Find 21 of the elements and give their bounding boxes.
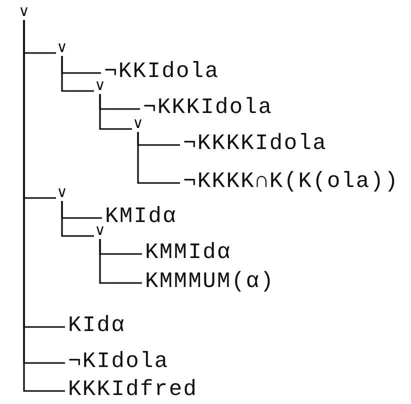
formula: KIdα	[68, 315, 126, 337]
formula: KMIdα	[105, 206, 178, 228]
or-symbol: ∨	[94, 78, 106, 93]
formula: KKKIdfred	[68, 379, 198, 401]
or-symbol: ∨	[18, 4, 30, 19]
or-symbol: ∨	[56, 185, 68, 200]
formula: ¬KKKK∩K(K(ola))	[183, 171, 400, 193]
formula: ¬KKKKIdola	[183, 133, 328, 155]
or-symbol: ∨	[56, 40, 68, 55]
or-symbol: ∨	[94, 223, 106, 238]
tree-branch-line	[61, 56, 94, 92]
formula: ¬KIdola	[68, 351, 169, 373]
or-symbol: ∨	[132, 116, 144, 131]
tree-branch-line	[99, 94, 132, 130]
tree-branch-line	[137, 132, 180, 184]
formula: KMMMUM(α)	[145, 271, 275, 293]
formula: KMMIdα	[145, 242, 232, 264]
tree-branch-line	[61, 201, 94, 237]
tree-branch-line	[99, 239, 142, 284]
formula: ¬KKIdola	[104, 61, 220, 83]
formula: ¬KKKIdola	[143, 97, 273, 119]
